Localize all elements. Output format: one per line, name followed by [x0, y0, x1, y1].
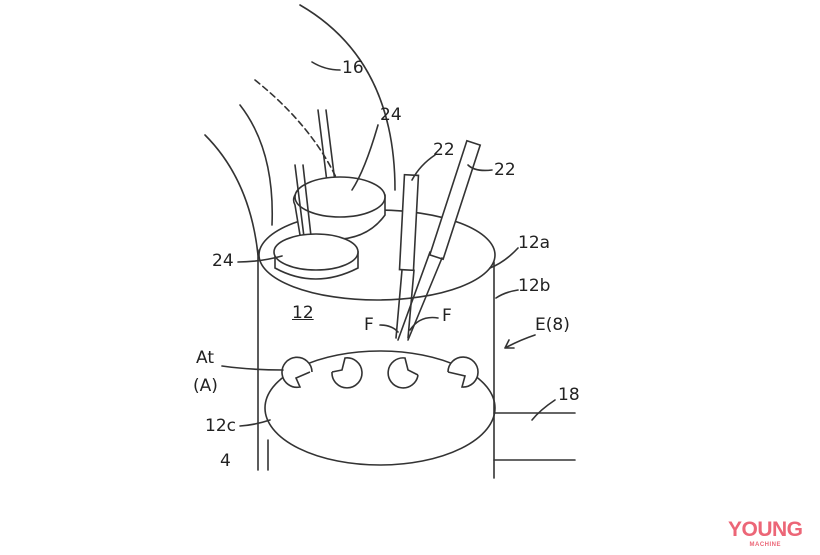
label-F-right: F	[442, 306, 452, 326]
label-12: 12	[292, 303, 314, 323]
leader-24-left	[237, 255, 283, 263]
logo-sub: MACHINE	[749, 542, 781, 548]
label-4: 4	[220, 451, 231, 471]
intake-port-arc-outer	[299, 4, 396, 191]
label-12b: 12b	[518, 276, 551, 296]
leader-F-right	[409, 316, 439, 331]
valve-stem	[302, 164, 313, 246]
leader-22-left	[411, 154, 436, 181]
valve-stem	[317, 109, 329, 191]
label-24-left: 24	[212, 251, 234, 271]
label-16: 16	[342, 58, 364, 78]
leader-16	[311, 61, 341, 71]
leader-24-top	[351, 124, 379, 191]
label-F-left: F	[364, 315, 374, 335]
label-12c: 12c	[205, 416, 236, 436]
label-At: At	[196, 348, 214, 368]
label-22-left: 22	[433, 140, 455, 160]
label-12a: 12a	[518, 233, 551, 253]
intake-port-arc-2	[239, 104, 274, 226]
label-22-right: 22	[494, 160, 516, 180]
label-18: 18	[558, 385, 580, 405]
intake-port-arc-1	[204, 134, 259, 256]
young-machine-logo: YOUNG MACHINE	[728, 519, 803, 548]
label-E8: E(8)	[535, 315, 570, 335]
arrow-E8	[504, 334, 536, 349]
valve-head-front	[273, 233, 359, 271]
label-A: (A)	[193, 376, 218, 396]
leader-12b	[495, 289, 519, 299]
leader-At	[221, 365, 284, 371]
valve-stem	[294, 164, 306, 246]
leader-F-left	[379, 324, 399, 333]
piston-top	[264, 350, 496, 466]
swirl-icons	[281, 356, 479, 389]
leader-22-right	[467, 164, 493, 172]
valve-head-back	[294, 176, 386, 218]
label-24-top: 24	[380, 105, 402, 125]
leader-18	[531, 399, 556, 421]
logo-main: YOUNG	[728, 518, 803, 541]
leader-12c	[239, 419, 271, 427]
leader-12a	[489, 247, 519, 269]
